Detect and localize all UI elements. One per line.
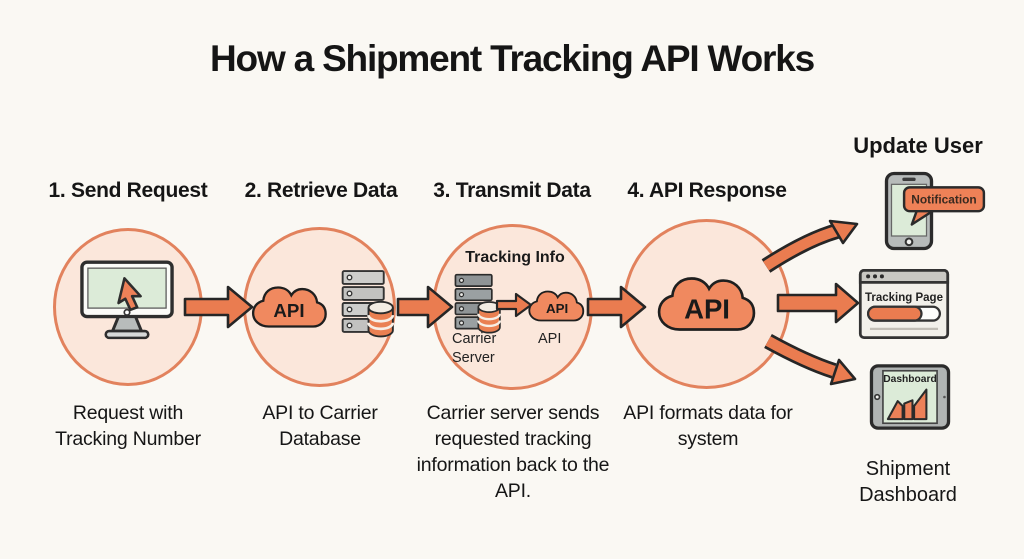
shipment-dashboard-caption: Shipment Dashboard — [859, 458, 957, 506]
tablet-camera — [874, 393, 881, 401]
progress-bar-fill — [866, 305, 923, 322]
tracking-info-label: Tracking Info — [465, 249, 565, 266]
step3-heading: 3. Transmit Data — [433, 179, 591, 202]
step4-heading: 4. API Response — [627, 179, 787, 202]
api-cloud-label: API — [546, 301, 568, 316]
arrow-step4-to-tablet — [764, 333, 857, 386]
phone-speaker — [902, 177, 916, 181]
cursor-icon — [117, 277, 142, 312]
step4-caption: API formats data for system — [623, 402, 793, 450]
api-cloud-large-icon: API — [657, 277, 756, 331]
dashboard-chart-icon — [886, 388, 928, 421]
computer-monitor-icon — [80, 260, 174, 340]
tablet-icon: Dashboard — [869, 364, 951, 430]
tracking-page-label: Tracking Page — [865, 292, 943, 304]
api-cloud-small-icon: API — [528, 290, 585, 322]
notification-label: Notification — [911, 193, 976, 207]
carrier-server-label: Carrier Server — [452, 331, 497, 366]
carrier-server-icon — [454, 273, 502, 334]
step2-heading: 2. Retrieve Data — [244, 179, 398, 202]
api-label: API — [538, 331, 562, 347]
database-cylinder-icon — [367, 300, 395, 338]
database-cylinder-icon — [477, 301, 502, 334]
api-cloud-label: API — [273, 300, 304, 321]
arrow-step4-to-phone — [761, 219, 859, 273]
dashboard-label: Dashboard — [883, 374, 937, 385]
phone-home-button — [904, 237, 914, 247]
step1-caption: Request with Tracking Number — [55, 402, 201, 450]
step1-circle — [53, 228, 203, 386]
update-user-heading: Update User — [853, 133, 983, 158]
notification-bubble: Notification — [902, 186, 986, 226]
api-cloud-label: API — [684, 293, 730, 324]
page-title: How a Shipment Tracking API Works — [210, 38, 815, 79]
step2-caption: API to Carrier Database — [262, 402, 378, 450]
server-database-icon — [341, 270, 395, 338]
browser-dots — [866, 274, 884, 279]
api-cloud-icon: API — [251, 286, 327, 328]
step1-heading: 1. Send Request — [48, 179, 208, 202]
step3-caption: Carrier server sends requested tracking … — [416, 402, 610, 502]
arrow-step4-to-browser — [776, 282, 860, 324]
browser-window-icon: Tracking Page — [858, 269, 950, 339]
